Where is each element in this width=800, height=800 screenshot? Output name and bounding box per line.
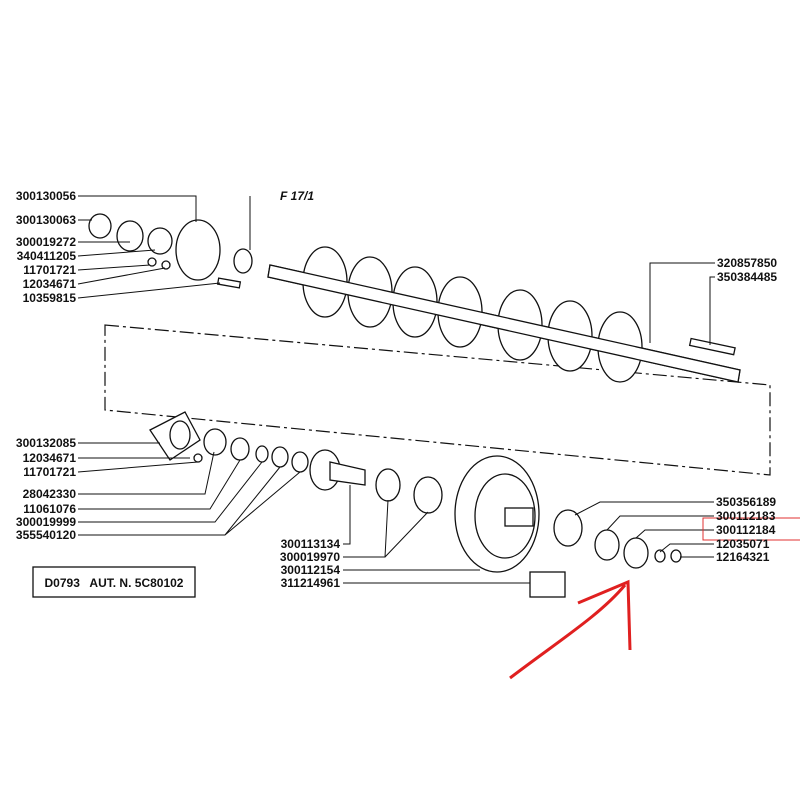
figure-ref: F 17/1 (280, 189, 314, 203)
part-label: 350384485 (717, 270, 777, 284)
part-label: 12035071 (716, 537, 770, 551)
part-label: 11061076 (23, 502, 76, 516)
red-arrow-head (577, 579, 632, 651)
part-label: 12164321 (716, 550, 770, 564)
footer-box (32, 566, 196, 598)
part-label: 12034671 (23, 277, 77, 291)
part-label: 300132085 (16, 436, 76, 450)
part-label: 300112183 (716, 509, 776, 523)
part-label: 12034671 (23, 451, 77, 465)
part-label: 300019272 (16, 235, 76, 249)
part-label: 340411205 (17, 249, 77, 263)
part-label: 311214961 (281, 576, 341, 590)
part-label: 300130063 (16, 213, 76, 227)
auger (267, 246, 741, 383)
part-label: 355540120 (16, 528, 76, 542)
highlight-box (702, 517, 800, 541)
part-label: 300019970 (280, 550, 340, 564)
part-label: 300019999 (16, 515, 76, 529)
part-label: 11701721 (23, 465, 76, 479)
part-label: 300113134 (281, 537, 341, 551)
bottom-parts (149, 411, 682, 598)
part-label: 300130056 (16, 189, 76, 203)
assembly-frame (104, 324, 771, 476)
part-label: 300112154 (281, 563, 341, 577)
part-label: 320857850 (717, 256, 777, 270)
red-arrow (509, 584, 627, 680)
part-label: 11701721 (23, 263, 76, 277)
footer-text: D0793 AUT. N. 5C80102 (45, 576, 184, 590)
part-label: 28042330 (23, 487, 77, 501)
top-left-parts (88, 213, 253, 289)
part-label: 350356189 (716, 495, 776, 509)
part-label: 10359815 (23, 291, 77, 305)
part-label-highlighted: 300112184 (716, 523, 776, 537)
leader-lines (77, 195, 715, 584)
